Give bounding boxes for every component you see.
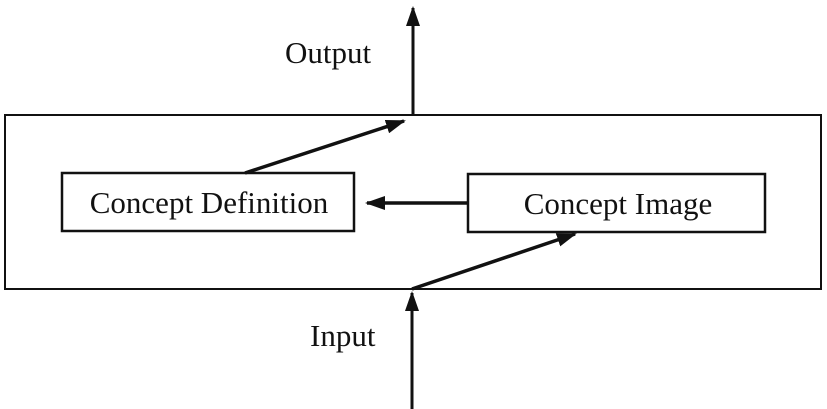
- concept-definition-box: [60, 171, 356, 233]
- input-to-image-arrow: [411, 232, 577, 291]
- concept-image-box: [466, 172, 767, 234]
- concept-image-label: Concept Image: [524, 186, 713, 221]
- concept-definition-label: Concept Definition: [90, 185, 329, 220]
- input-label: Input: [310, 318, 376, 353]
- output-label: Output: [285, 35, 372, 70]
- definition-to-output-arrow: [244, 119, 406, 175]
